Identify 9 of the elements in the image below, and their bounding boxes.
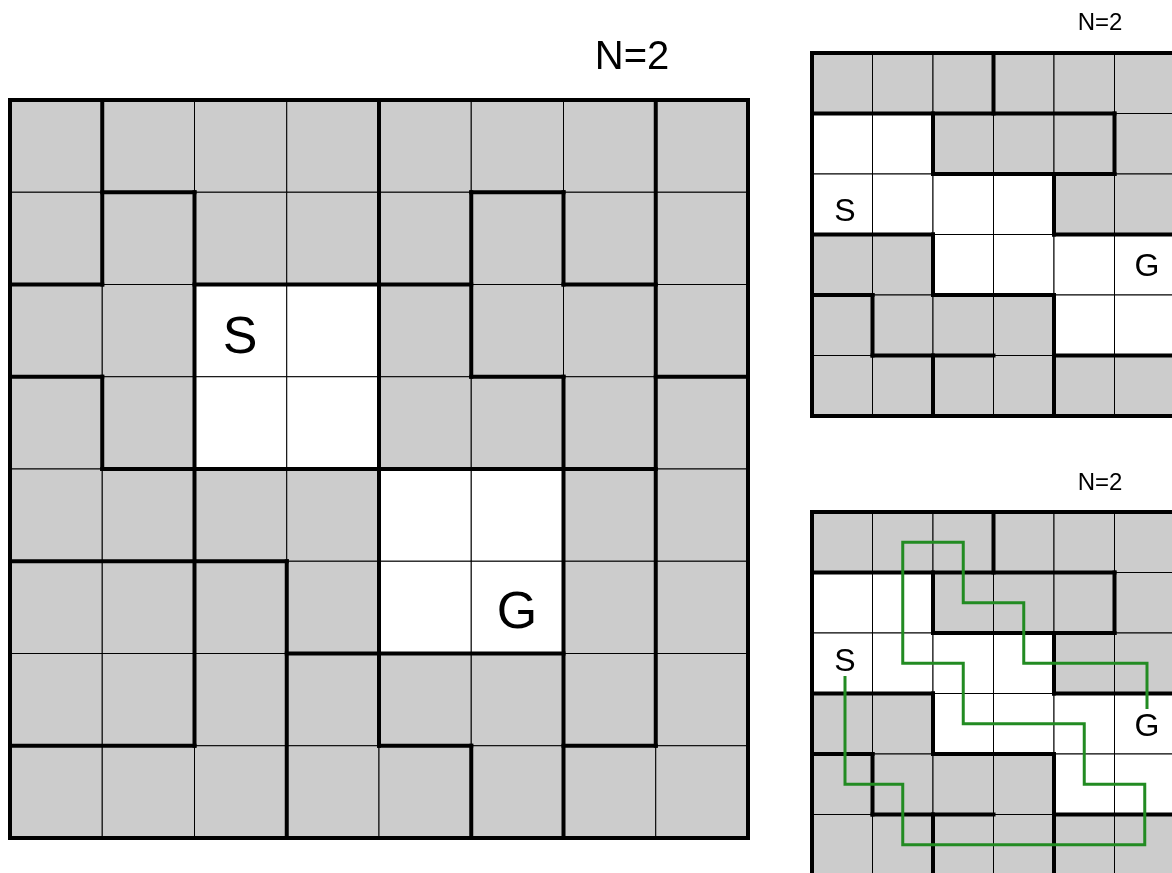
start-marker: S — [834, 194, 856, 226]
goal-marker: G — [1134, 249, 1160, 281]
grid-size-label: N=2 — [594, 35, 670, 75]
goal-marker: G — [496, 584, 538, 636]
start-marker: S — [222, 309, 258, 361]
grid-size-label: N=2 — [1077, 470, 1123, 494]
path-line — [843, 540, 1149, 847]
grid-size-label: N=2 — [1077, 10, 1123, 34]
grid-cell-marker: S — [834, 644, 856, 676]
